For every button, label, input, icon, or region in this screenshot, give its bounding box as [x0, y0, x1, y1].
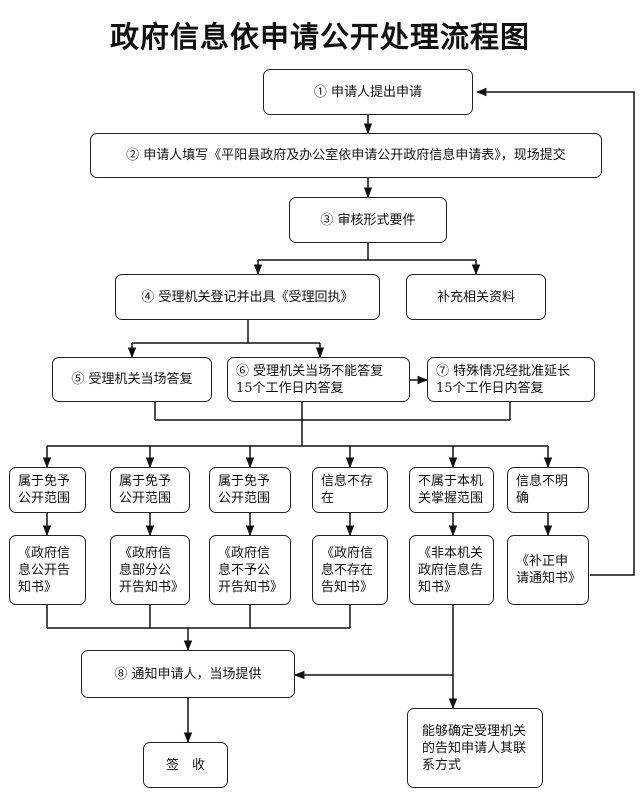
category-3-condition: 属于免予公开范围 — [209, 467, 291, 513]
step-4-label: ④ 受理机关登记并出具《受理回执》 — [141, 289, 354, 305]
category-5-notice: 《非本机关政府信息告知书》 — [409, 535, 494, 605]
category-6-condition: 信息不明确 — [507, 467, 589, 513]
sign-receipt: 签 收 — [143, 742, 228, 788]
category-1-condition: 属于免予公开范围 — [9, 467, 86, 513]
contact-info-label: 能够确定受理机关的告知申请人其联系方式 — [422, 723, 527, 773]
step-1-label: ① 申请人提出申请 — [313, 84, 423, 100]
step-6-deferred-reply: ⑥ 受理机关当场不能答复 15个工作日内答复 — [227, 357, 410, 402]
category-5-condition: 不属于本机关掌握范围 — [409, 467, 494, 513]
step-4-register: ④ 受理机关登记并出具《受理回执》 — [115, 274, 380, 320]
category-1-notice: 《政府信息公开告知书》 — [9, 535, 86, 605]
contact-info-box: 能够确定受理机关的告知申请人其联系方式 — [407, 708, 543, 788]
step-7-label: ⑦ 特殊情况经批准延长15个工作日内答复 — [436, 363, 571, 396]
category-1-condition-label: 属于免予公开范围 — [18, 474, 71, 506]
step-3-review: ③ 审核形式要件 — [289, 197, 447, 243]
supplement-label: 补充相关资料 — [436, 289, 515, 305]
step-6-label: ⑥ 受理机关当场不能答复 15个工作日内答复 — [236, 363, 384, 396]
step-8-notify: ⑧ 通知申请人，当场提供 — [81, 650, 295, 698]
sign-receipt-label: 签 收 — [165, 757, 205, 773]
step-5-immediate-reply: ⑤ 受理机关当场答复 — [52, 357, 212, 402]
step-8-label: ⑧ 通知申请人，当场提供 — [114, 666, 262, 682]
category-5-condition-label: 不属于本机关掌握范围 — [418, 474, 484, 506]
category-6-notice-label: 《补正申请通知书》 — [516, 554, 582, 586]
category-3-notice-label: 《政府信息不予公开告知书》 — [218, 545, 284, 595]
step-1-apply: ① 申请人提出申请 — [263, 69, 473, 115]
category-4-condition: 信息不存在 — [312, 467, 388, 513]
step-2-label: ② 申请人填写《平阳县政府及办公室依申请公开政府信息申请表》，现场提交 — [126, 148, 566, 163]
category-1-notice-label: 《政府信息公开告知书》 — [18, 545, 71, 595]
category-3-notice: 《政府信息不予公开告知书》 — [209, 535, 291, 605]
category-6-notice: 《补正申请通知书》 — [507, 535, 589, 605]
step-3-label: ③ 审核形式要件 — [320, 212, 416, 228]
category-4-notice-label: 《政府信息不存在告知书》 — [321, 545, 374, 595]
step-5-label: ⑤ 受理机关当场答复 — [71, 372, 193, 387]
category-4-notice: 《政府信息不存在告知书》 — [312, 535, 388, 605]
category-3-condition-label: 属于免予公开范围 — [218, 474, 271, 506]
category-5-notice-label: 《非本机关政府信息告知书》 — [418, 545, 484, 595]
step-2-fill-form: ② 申请人填写《平阳县政府及办公室依申请公开政府信息申请表》，现场提交 — [90, 133, 602, 178]
category-2-condition-label: 属于免予公开范围 — [119, 474, 172, 506]
category-2-notice-label: 《政府信息部分公开告知书》 — [119, 545, 185, 595]
category-2-condition: 属于免予公开范围 — [110, 467, 190, 513]
diagram-title: 政府信息依申请公开处理流程图 — [109, 20, 530, 54]
arrow-feedback-to-1 — [475, 87, 635, 576]
category-2-notice: 《政府信息部分公开告知书》 — [110, 535, 190, 605]
category-4-condition-label: 信息不存在 — [321, 474, 374, 506]
supplement-materials: 补充相关资料 — [406, 274, 546, 320]
step-7-extended-reply: ⑦ 特殊情况经批准延长15个工作日内答复 — [427, 357, 595, 402]
category-6-condition-label: 信息不明确 — [516, 474, 569, 506]
